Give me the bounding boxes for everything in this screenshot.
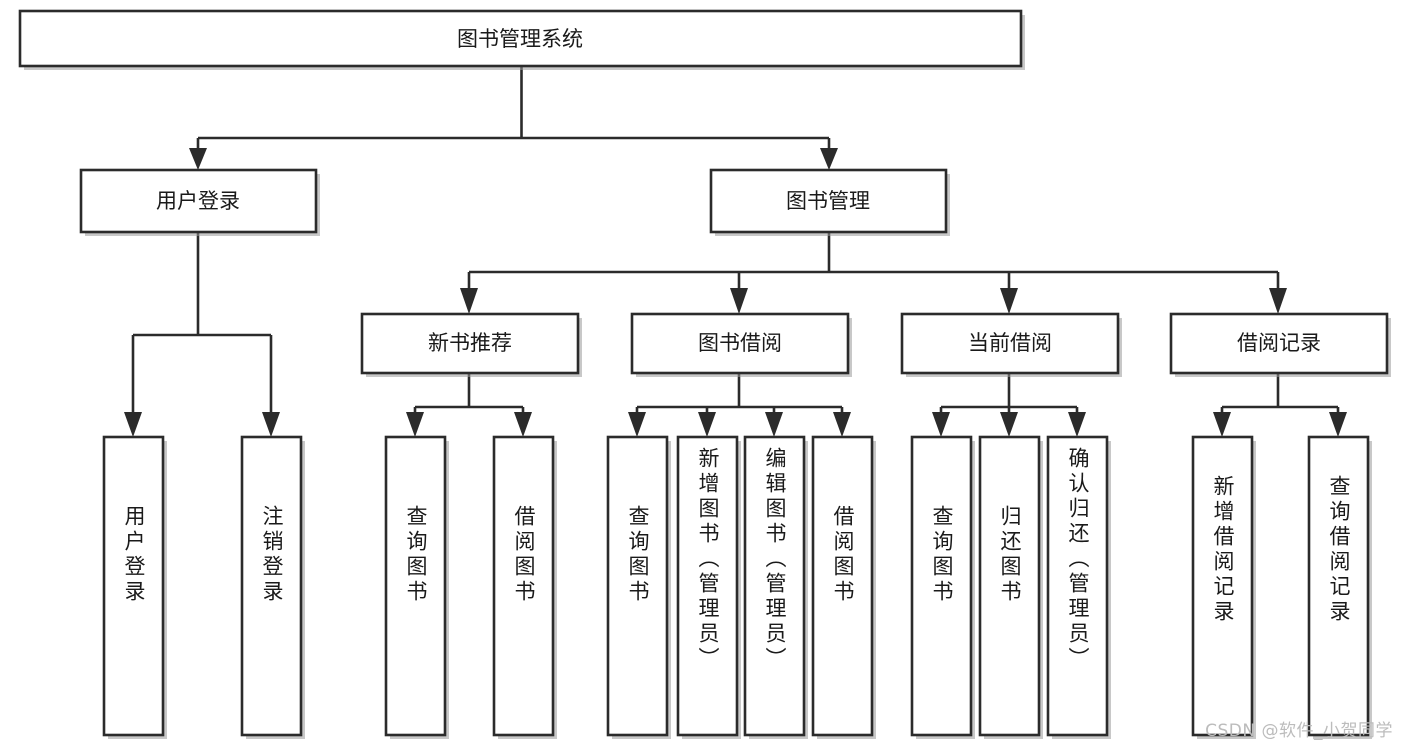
node-leaf-cb-3-box[interactable] bbox=[1046, 435, 1109, 737]
edge-layer bbox=[124, 66, 1347, 437]
node-leaf-bb-1-box[interactable] bbox=[606, 435, 669, 737]
arrow-leaf-bb-3 bbox=[765, 412, 783, 437]
node-leaf-cb-2-box[interactable] bbox=[978, 435, 1041, 737]
arrow-leaf-cb-2 bbox=[1000, 412, 1018, 437]
arrow-leaf-nbr-1 bbox=[406, 412, 424, 437]
arrow-leaf-bb-4 bbox=[833, 412, 851, 437]
node-borrow-record-label: 借阅记录 bbox=[1237, 331, 1321, 355]
node-leaf-br-2-box[interactable] bbox=[1307, 435, 1370, 737]
node-leaf-user-login-1-box[interactable] bbox=[102, 435, 165, 737]
node-leaf-bb-4-box[interactable] bbox=[811, 435, 874, 737]
arrow-borrow-record bbox=[1269, 288, 1287, 314]
node-book-mgmt-label: 图书管理 bbox=[786, 189, 870, 213]
arrow-new-book-recommend bbox=[460, 288, 478, 314]
arrow-leaf-bb-2 bbox=[698, 412, 716, 437]
node-book-borrow-label: 图书借阅 bbox=[698, 331, 782, 355]
node-book-mgmt-box[interactable] bbox=[709, 168, 948, 234]
arrow-current-borrow bbox=[1000, 288, 1018, 314]
arrow-leaf-user-login-2 bbox=[262, 412, 280, 437]
arrow-leaf-br-2 bbox=[1329, 412, 1347, 437]
arrow-leaf-cb-1 bbox=[932, 412, 950, 437]
node-new-book-recommend-label: 新书推荐 bbox=[428, 331, 512, 355]
arrow-leaf-bb-1 bbox=[628, 412, 646, 437]
node-book-borrow-box[interactable] bbox=[630, 312, 850, 375]
node-leaf-nbr-2-box[interactable] bbox=[492, 435, 555, 737]
node-leaf-bb-3-box[interactable] bbox=[743, 435, 806, 737]
node-current-borrow-label: 当前借阅 bbox=[968, 331, 1052, 355]
node-leaf-cb-1-box[interactable] bbox=[910, 435, 973, 737]
node-current-borrow-box[interactable] bbox=[900, 312, 1120, 375]
node-root-label: 图书管理系统 bbox=[457, 27, 583, 51]
node-user-login-label: 用户登录 bbox=[156, 189, 240, 213]
arrow-book-borrow bbox=[730, 288, 748, 314]
node-leaf-bb-2-box[interactable] bbox=[676, 435, 739, 737]
node-layer: 图书管理系统 用户登录 图书管理 新书推荐 图书借阅 当前借阅 借阅记录 bbox=[18, 9, 1391, 739]
arrow-leaf-nbr-2 bbox=[514, 412, 532, 437]
node-leaf-nbr-1-box[interactable] bbox=[384, 435, 447, 737]
node-user-login-box[interactable] bbox=[79, 168, 318, 234]
node-leaf-br-1-box[interactable] bbox=[1191, 435, 1254, 737]
arrow-leaf-user-login-1 bbox=[124, 412, 142, 437]
node-new-book-recommend-box[interactable] bbox=[360, 312, 580, 375]
arrow-leaf-br-1 bbox=[1213, 412, 1231, 437]
arrow-leaf-cb-3 bbox=[1068, 412, 1086, 437]
node-root-box[interactable] bbox=[18, 9, 1023, 68]
node-borrow-record-box[interactable] bbox=[1169, 312, 1389, 375]
csdn-watermark: CSDN @软件_小贺同学 bbox=[1205, 721, 1393, 741]
arrow-book-mgmt bbox=[820, 148, 838, 170]
arrow-user-login bbox=[189, 148, 207, 170]
node-leaf-user-login-2-box[interactable] bbox=[240, 435, 303, 737]
